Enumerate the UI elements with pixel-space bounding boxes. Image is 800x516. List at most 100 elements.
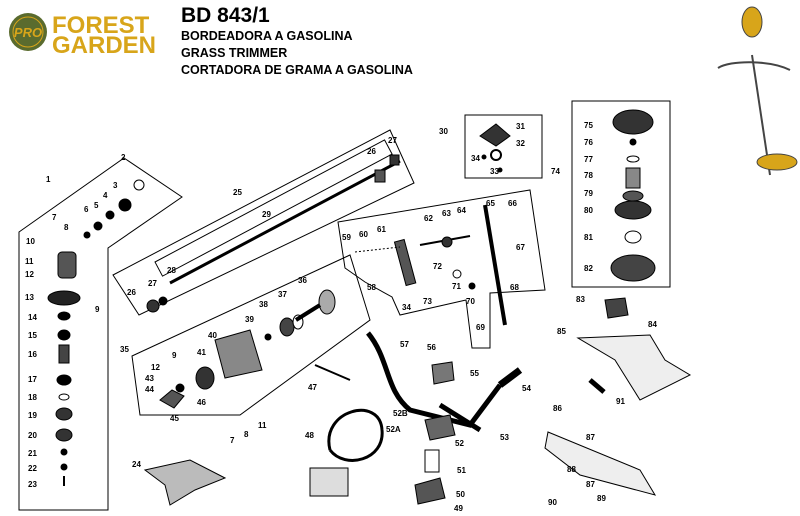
part-34b: 34 [402, 303, 411, 312]
gear-head-panel [18, 157, 183, 511]
part-32: 32 [516, 139, 525, 148]
part-58: 58 [367, 283, 376, 292]
trimmer-product-icon [717, 6, 798, 176]
part-86: 86 [553, 404, 562, 413]
part-63: 63 [442, 209, 451, 218]
part-61: 61 [377, 225, 386, 234]
part-81: 81 [584, 233, 593, 242]
part-57: 57 [400, 340, 409, 349]
part-33: 33 [490, 167, 499, 176]
part-43: 43 [145, 374, 154, 383]
part-9: 9 [95, 305, 100, 314]
part-75: 75 [584, 121, 593, 130]
part-10: 10 [26, 237, 35, 246]
part-39: 39 [245, 315, 254, 324]
part-64: 64 [457, 206, 466, 215]
part-2: 2 [121, 153, 126, 162]
part-52: 52 [455, 439, 464, 448]
part-6: 6 [84, 205, 89, 214]
part-30: 30 [439, 127, 448, 136]
part-26b: 26 [127, 288, 136, 297]
part-69: 69 [476, 323, 485, 332]
control-panel [337, 189, 546, 349]
part-68: 68 [510, 283, 519, 292]
part-18: 18 [28, 393, 37, 402]
cutter-blade [143, 459, 227, 506]
part-13: 13 [25, 293, 34, 302]
part-47: 47 [308, 383, 317, 392]
part-74: 74 [551, 167, 560, 176]
part-34: 34 [471, 154, 480, 163]
part-19: 19 [28, 411, 37, 420]
trimmer-head-parts [610, 109, 656, 282]
part-83: 83 [576, 295, 585, 304]
part-35: 35 [120, 345, 129, 354]
guard-shield [576, 334, 692, 401]
pro-seal-icon: PRO [9, 13, 47, 51]
part-4: 4 [103, 191, 108, 200]
part-56: 56 [427, 343, 436, 352]
part-11b: 11 [258, 421, 267, 430]
part-5: 5 [94, 201, 99, 210]
part-36: 36 [298, 276, 307, 285]
part-77: 77 [584, 155, 593, 164]
shaft-panel [112, 129, 415, 316]
part-26: 26 [367, 147, 376, 156]
part-51: 51 [457, 466, 466, 475]
brand-forest: FOREST [52, 12, 150, 39]
part-50: 50 [456, 490, 465, 499]
part-27: 27 [388, 136, 397, 145]
part-3: 3 [113, 181, 118, 190]
part-14: 14 [28, 313, 37, 322]
part-37: 37 [278, 290, 287, 299]
part-40: 40 [208, 331, 217, 340]
part-59: 59 [342, 233, 351, 242]
part-67: 67 [516, 243, 525, 252]
part-85: 85 [557, 327, 566, 336]
handle-bar [366, 331, 502, 428]
control-parts [354, 204, 507, 326]
part-25: 25 [233, 188, 242, 197]
part-8: 8 [64, 223, 69, 232]
forest-garden-logo: PRO FOREST GARDEN [4, 4, 164, 58]
part-20: 20 [28, 431, 37, 440]
part-24: 24 [132, 460, 141, 469]
part-91: 91 [616, 397, 625, 406]
part-11: 11 [25, 257, 34, 266]
part-12b: 12 [151, 363, 160, 372]
trimmer-head-box [571, 100, 671, 288]
part-72: 72 [433, 262, 442, 271]
handle-and-guard [143, 297, 692, 506]
part-29: 29 [262, 210, 271, 219]
part-88: 88 [567, 465, 576, 474]
drive-shaft [146, 139, 401, 313]
part-23: 23 [28, 480, 37, 489]
line-guard-comb [544, 431, 657, 496]
part-87: 87 [586, 433, 595, 442]
clutch-panel [131, 254, 371, 416]
throttle-parts [479, 123, 511, 173]
description-en: GRASS TRIMMER [181, 46, 288, 60]
gear-head-parts [47, 179, 145, 486]
part-8b: 8 [244, 430, 249, 439]
part-53: 53 [500, 433, 509, 442]
part-78: 78 [584, 171, 593, 180]
part-16: 16 [28, 350, 37, 359]
part-60: 60 [359, 230, 368, 239]
part-54: 54 [522, 384, 531, 393]
part-62: 62 [424, 214, 433, 223]
part-38: 38 [259, 300, 268, 309]
part-73: 73 [423, 297, 432, 306]
throttle-part-box [464, 114, 543, 179]
part-65: 65 [486, 199, 495, 208]
description-br: CORTADORA DE GRAMA A GASOLINA [181, 63, 413, 77]
handle-grip [497, 367, 523, 388]
part-45: 45 [170, 414, 179, 423]
part-9b: 9 [172, 351, 177, 360]
part-48: 48 [305, 431, 314, 440]
part-12: 12 [25, 270, 34, 279]
part-76: 76 [584, 138, 593, 147]
part-87b: 87 [586, 480, 595, 489]
